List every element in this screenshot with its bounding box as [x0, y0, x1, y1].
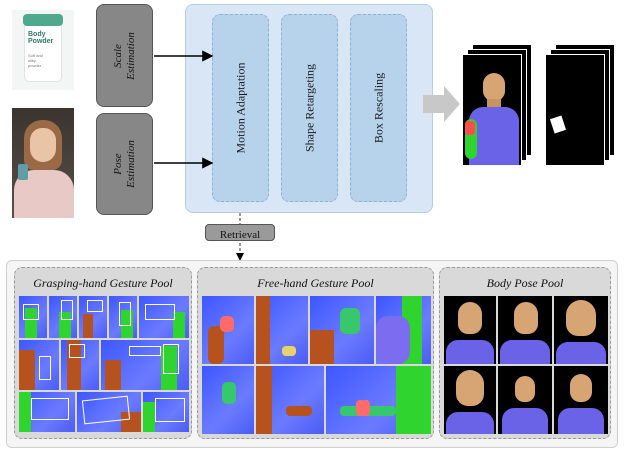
free-hand-tile: [310, 296, 374, 364]
shape-retargeting-block: Shape Retargeting: [281, 14, 338, 202]
grasp-tile: [19, 392, 75, 432]
retrieval-label: Retrieval: [219, 229, 261, 241]
body-pose-pool: Body Pose Pool: [439, 267, 611, 439]
powder-jar: Body Powder Soft and silky powder: [23, 14, 63, 82]
product-image: Body Powder Soft and silky powder: [12, 10, 74, 90]
grasp-tile: [109, 296, 137, 338]
retrieval-label-box: Retrieval: [205, 224, 275, 241]
box-rescaling-block: Box Rescaling: [350, 14, 407, 202]
free-hand-pool-title: Free-hand Gesture Pool: [257, 276, 374, 290]
rendered-body-frame: [462, 54, 522, 166]
rendered-frame-stack: [462, 44, 534, 168]
product-small-text-2: silky: [28, 58, 36, 63]
grasp-tile: [101, 340, 189, 390]
product-small-text-3: powder: [28, 63, 42, 68]
body-pose-pool-title: Body Pose Pool: [486, 276, 564, 290]
grasp-tile: [143, 392, 189, 432]
free-hand-tile: [202, 366, 254, 434]
box-mask: [549, 115, 567, 134]
motion-adaptation-block: Motion Adaptation: [212, 14, 269, 202]
body-pose-tile: [498, 366, 552, 434]
grasping-pool: Grasping-hand Gesture Pool: [14, 267, 192, 439]
box-mask-frame: [545, 54, 605, 166]
free-hand-tile: [376, 296, 431, 364]
free-hand-tile: [256, 296, 308, 364]
product-label-line1: Body: [28, 31, 46, 38]
grasping-pool-title: Grasping-hand Gesture Pool: [33, 276, 173, 290]
grasp-tile: [139, 296, 189, 338]
person-photo: [12, 108, 74, 218]
body-pose-tile: [498, 296, 552, 364]
free-hand-tile: [326, 366, 431, 434]
grasp-tile: [77, 392, 141, 432]
product-label-line2: Powder: [28, 38, 54, 45]
body-pose-tile: [554, 366, 608, 434]
mask-frame-stack: [545, 44, 617, 168]
pose-estimation-block: Pose Estimation: [96, 113, 153, 215]
free-hand-pool: Free-hand Gesture Pool: [197, 267, 434, 439]
body-pose-tile: [444, 366, 496, 434]
grasp-tile: [61, 340, 99, 390]
free-hand-tile: [202, 296, 254, 364]
grasp-tile: [19, 296, 47, 338]
product-small-text-1: Soft and: [28, 53, 43, 58]
body-pose-tile: [444, 296, 496, 364]
grasp-tile: [19, 340, 59, 390]
grasp-tile: [49, 296, 77, 338]
output-arrow: [423, 86, 460, 122]
body-pose-tile: [554, 296, 608, 364]
free-hand-tile: [256, 366, 324, 434]
scale-estimation-block: Scale Estimation: [96, 4, 153, 107]
grasp-tile: [79, 296, 107, 338]
